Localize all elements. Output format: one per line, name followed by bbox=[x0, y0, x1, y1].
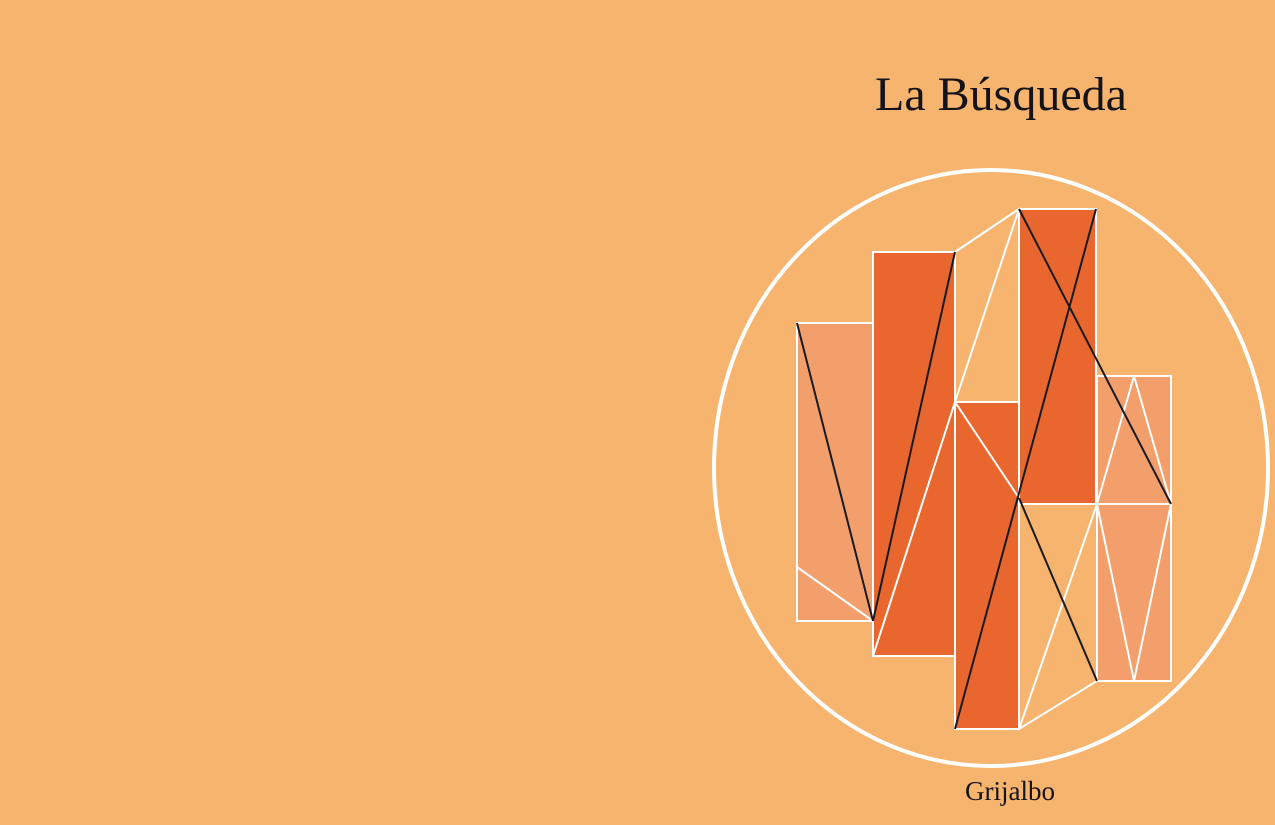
dark-block-tall bbox=[872, 251, 956, 657]
dark-block-bottom bbox=[954, 401, 1020, 730]
emblem-circle bbox=[712, 168, 1270, 768]
light-block-right bbox=[1096, 375, 1172, 682]
publisher-name: Grijalbo bbox=[965, 776, 1055, 806]
white-lines bbox=[796, 208, 1172, 730]
dark-lines bbox=[796, 208, 1172, 730]
book-title: La Búsqueda bbox=[875, 68, 1127, 121]
